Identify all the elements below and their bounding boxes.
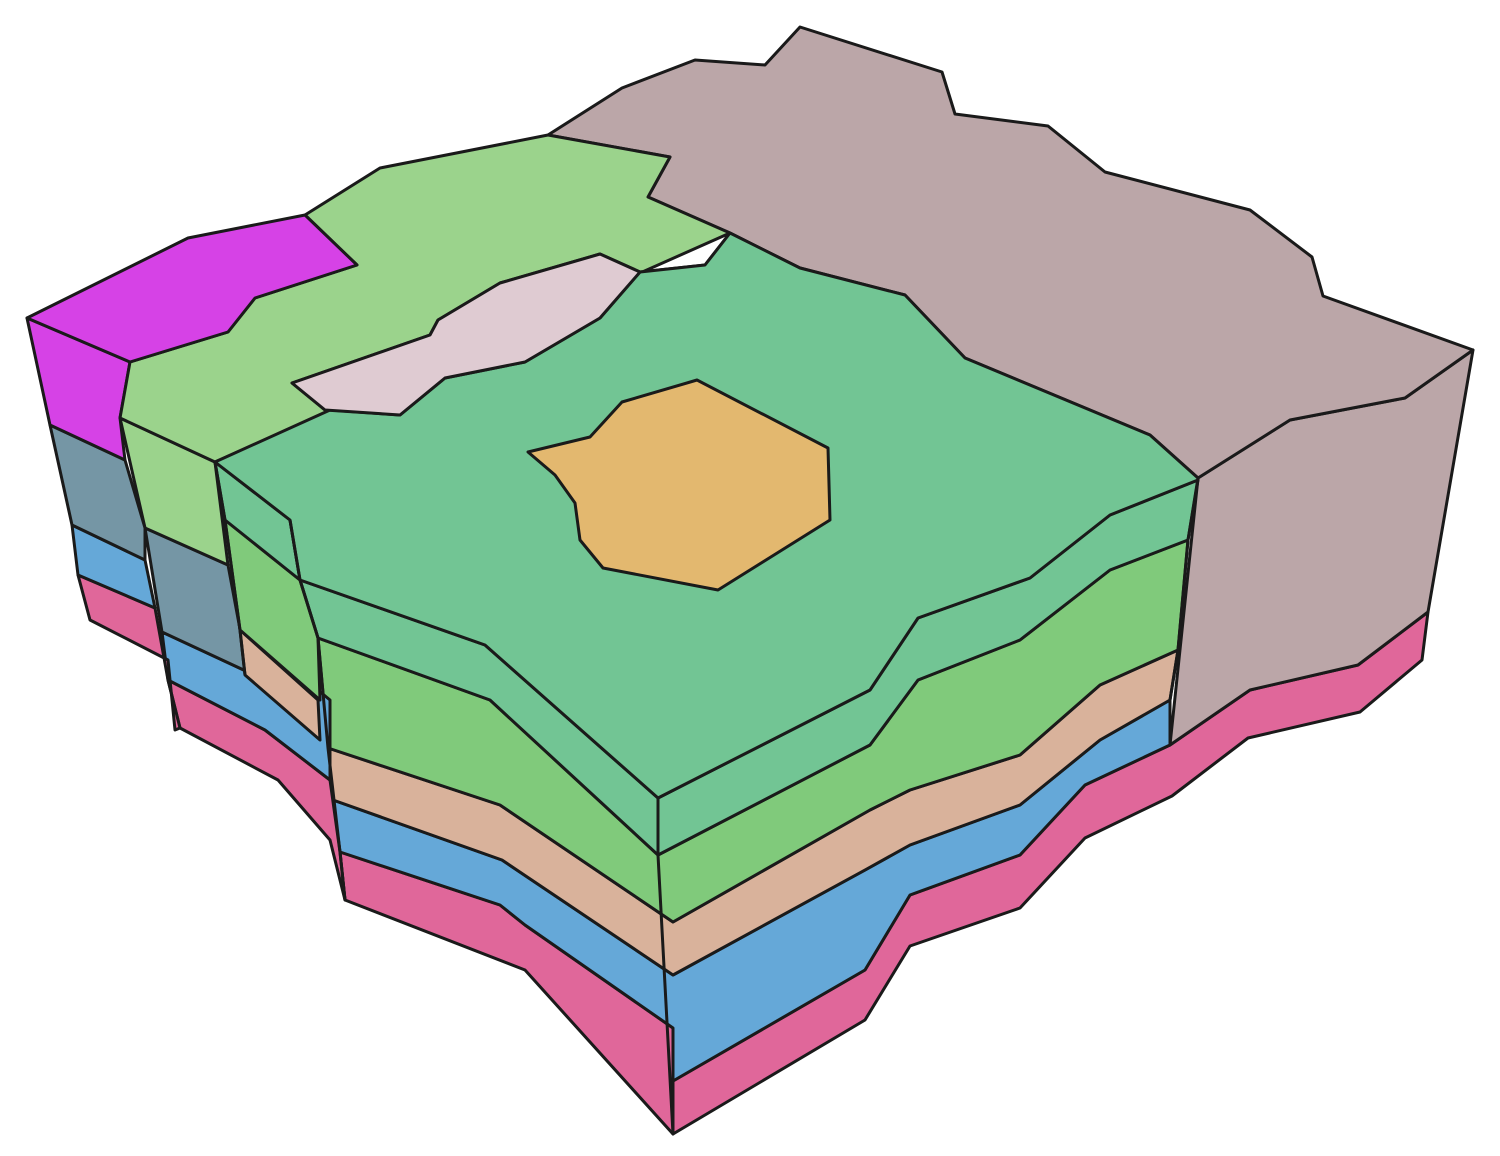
mid-vertical-edge: [213, 461, 247, 676]
top-orange-unit: [526, 378, 832, 592]
top-pale-pink-unit: [290, 252, 642, 417]
left-far-pink: [76, 573, 182, 732]
front-vertical-edge: [656, 798, 675, 1135]
left-wedge-edge: [288, 519, 347, 901]
right-vertical-edge: [1168, 477, 1200, 745]
top-magenta-unit: [25, 213, 359, 364]
